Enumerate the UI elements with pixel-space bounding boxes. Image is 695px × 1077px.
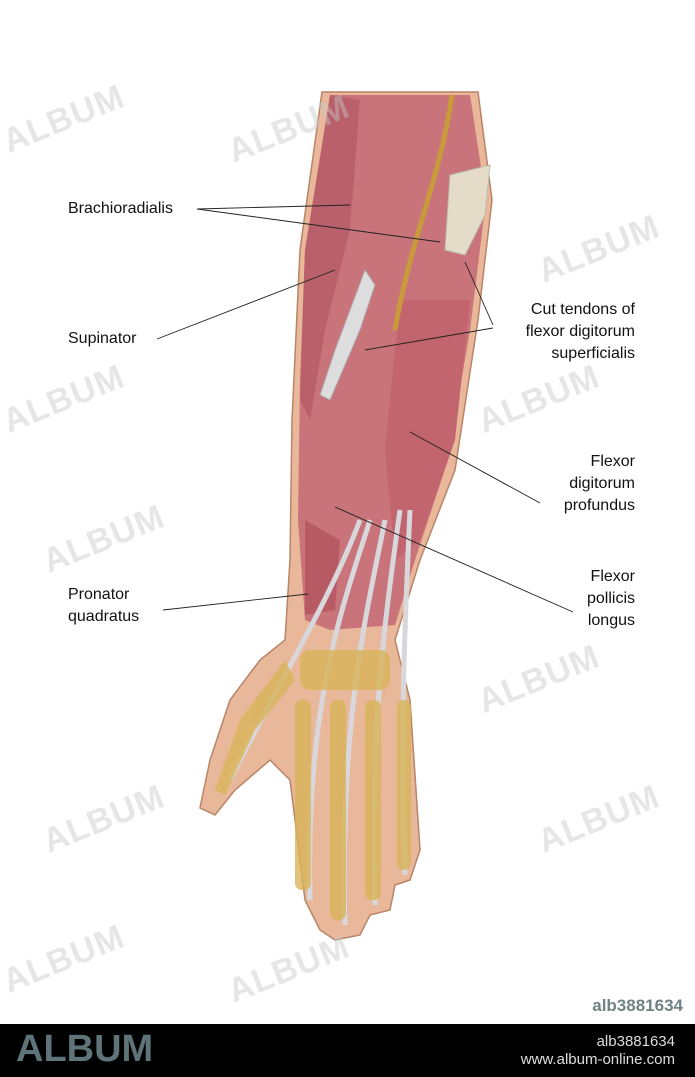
footer-info: alb3881634 www.album-online.com [521,1033,675,1069]
cut-tendon [444,164,491,256]
label-line: flexor digitorum [525,323,635,340]
label-line: pollicis [586,590,635,607]
label-line: Flexor [590,568,635,585]
forearm-anatomy-illustration [156,91,574,941]
label-line: Flexor [590,453,635,470]
label-flexor-pollicis-longus: Flexor pollicis longus [587,566,635,632]
footer-bar: ALBUM alb3881634 www.album-online.com [0,1024,695,1077]
label-line: Cut tendons of [530,301,635,318]
label-line: digitorum [569,475,635,492]
album-logo[interactable]: ALBUM [16,1028,154,1070]
label-line: profundus [563,497,635,514]
footer-id: alb3881634 [596,1033,675,1050]
supinator-tendon [319,268,376,401]
label-brachioradialis: Brachioradialis [68,200,173,217]
label-flexor-digitorum-profundus: Flexor digitorum profundus [564,451,635,517]
image-id: alb3881634 [592,996,683,1015]
label-cut-tendons: Cut tendons of flexor digitorum superfic… [526,299,635,365]
label-line: Pronator [68,586,130,603]
hand-bones [215,650,411,920]
label-line: longus [587,612,635,629]
footer-url[interactable]: www.album-online.com [520,1051,675,1068]
leader-lines [156,204,574,613]
label-line: superficialis [551,345,635,362]
flexor-digitorum-profundus-muscle [385,300,470,560]
label-line: quadratus [68,608,140,625]
label-pronator-quadratus: Pronator quadratus [68,584,139,628]
label-supinator: Supinator [68,330,137,347]
brachioradialis-muscle [300,95,360,420]
nerve [392,94,455,331]
